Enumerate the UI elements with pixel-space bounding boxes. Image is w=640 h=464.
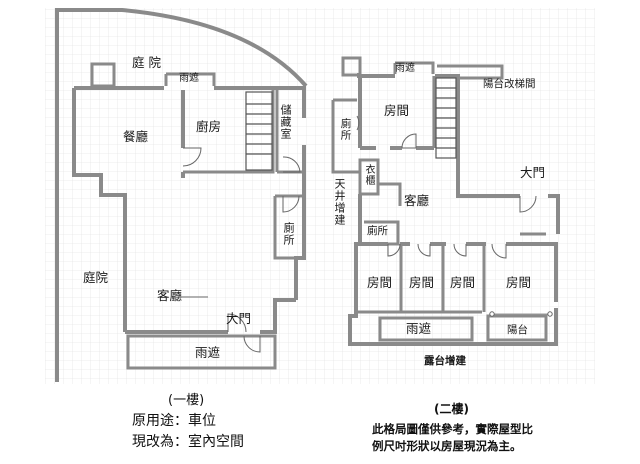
floor1-lot-boundary [55, 8, 308, 382]
floor2-label-room2: 房間 [409, 275, 435, 290]
floor1-label-courtyard-left: 庭院 [83, 270, 109, 285]
floor2-caption: (二樓) [434, 402, 469, 416]
floor2-label-room3: 房間 [450, 275, 476, 290]
floor2-label-canopy-bottom: 雨遮 [406, 321, 432, 336]
floor2-disclaimer-line1: 此格局圖僅供參考，實際屋型比 [372, 422, 533, 436]
floor1-current-use: 現改為：室內空間 [132, 434, 244, 450]
floor2-label-skylight: 天井增建 [333, 178, 346, 226]
floor2-label-room-top: 房間 [384, 103, 410, 118]
floor1-walls [55, 8, 308, 382]
floor2-label-toilet-mid: 廁所 [367, 225, 388, 237]
floor1-label-dining: 餐廳 [123, 129, 149, 144]
floor1-label-toilet: 廁所 [282, 222, 295, 246]
floor2-stairs [435, 77, 457, 159]
floor2-label-balcony-stair: 陽台改梯間 [483, 78, 536, 90]
floor1-stairs [245, 91, 273, 171]
floor1-label-storage: 儲藏室 [279, 104, 292, 140]
floor2-label-entrance: 大門 [520, 165, 546, 180]
floor2-chimney [341, 56, 362, 77]
floor1-label-kitchen: 廚房 [196, 119, 222, 134]
floor2-label-living: 客廳 [404, 193, 430, 208]
floor2-label-toilet: 廁所 [339, 118, 352, 141]
floor1-label-living: 客廳 [157, 288, 183, 303]
floor2-walls [331, 56, 560, 346]
floor2-label-wardrobe: 衣櫃 [363, 164, 374, 186]
floor2-doors [356, 115, 553, 317]
floor2-label-canopy: 雨遮 [395, 63, 415, 74]
floor1-label-entrance: 大門 [226, 311, 252, 326]
floor1-doors [178, 147, 301, 353]
floor2-disclaimer-line2: 例尺吋形狀以房屋現況為主。 [372, 439, 522, 453]
floor2-label-room1: 房間 [367, 275, 393, 290]
floor1-original-use: 原用途：車位 [132, 413, 216, 429]
floor2-label-room4: 房間 [506, 275, 532, 290]
floor1-label-courtyard-top: 庭 院 [132, 55, 161, 70]
floor1-caption: (一樓) [168, 393, 205, 408]
floor2-label-balcony: 陽台 [507, 324, 528, 336]
floor1-label-canopy: 雨遮 [179, 73, 199, 84]
floor2-label-terrace: 露台增建 [424, 355, 466, 367]
floor1-label-canopy-bottom: 雨遮 [195, 345, 221, 360]
